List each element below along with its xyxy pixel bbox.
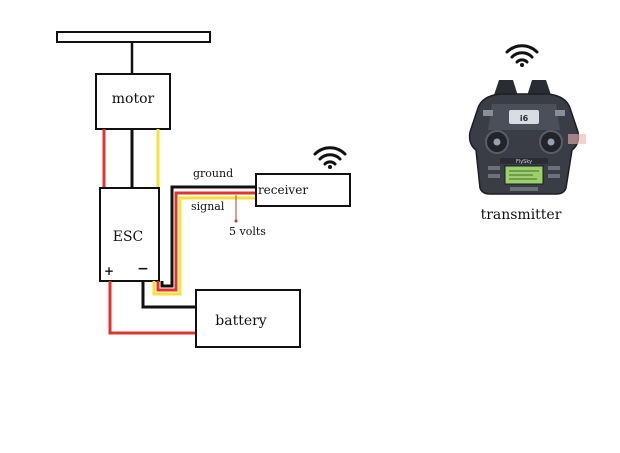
motor-label: motor (112, 91, 155, 107)
wifi-icon (505, 44, 539, 67)
cable-black-ground (160, 185, 256, 288)
battery-wire-black (141, 281, 196, 309)
five-volts-pointer-tip (234, 219, 238, 223)
battery-box (195, 289, 301, 348)
esc-label: ESC (113, 229, 144, 245)
ground-label: ground (193, 167, 233, 180)
battery-wire-red (108, 281, 196, 335)
five-volts-label: 5 volts (229, 225, 266, 238)
esc-plus-label: + (104, 264, 114, 278)
cable-yellow-signal (152, 196, 256, 296)
esc-box (99, 187, 160, 282)
wifi-icon (313, 146, 347, 169)
esc-minus-label: − (137, 261, 149, 277)
receiver-box (255, 173, 351, 207)
propeller (56, 31, 211, 43)
cable-red-5v (156, 191, 256, 292)
transmitter-badge-logo: i6 (520, 114, 529, 123)
transmitter-badge (509, 110, 539, 124)
transmitter-brand: FlySky (516, 159, 532, 165)
battery-label: battery (215, 313, 267, 329)
transmitter-label: transmitter (481, 207, 562, 223)
transmitter-image: i6 FlySky (468, 80, 586, 195)
receiver-label: receiver (258, 183, 308, 197)
signal-label: signal (191, 200, 225, 213)
